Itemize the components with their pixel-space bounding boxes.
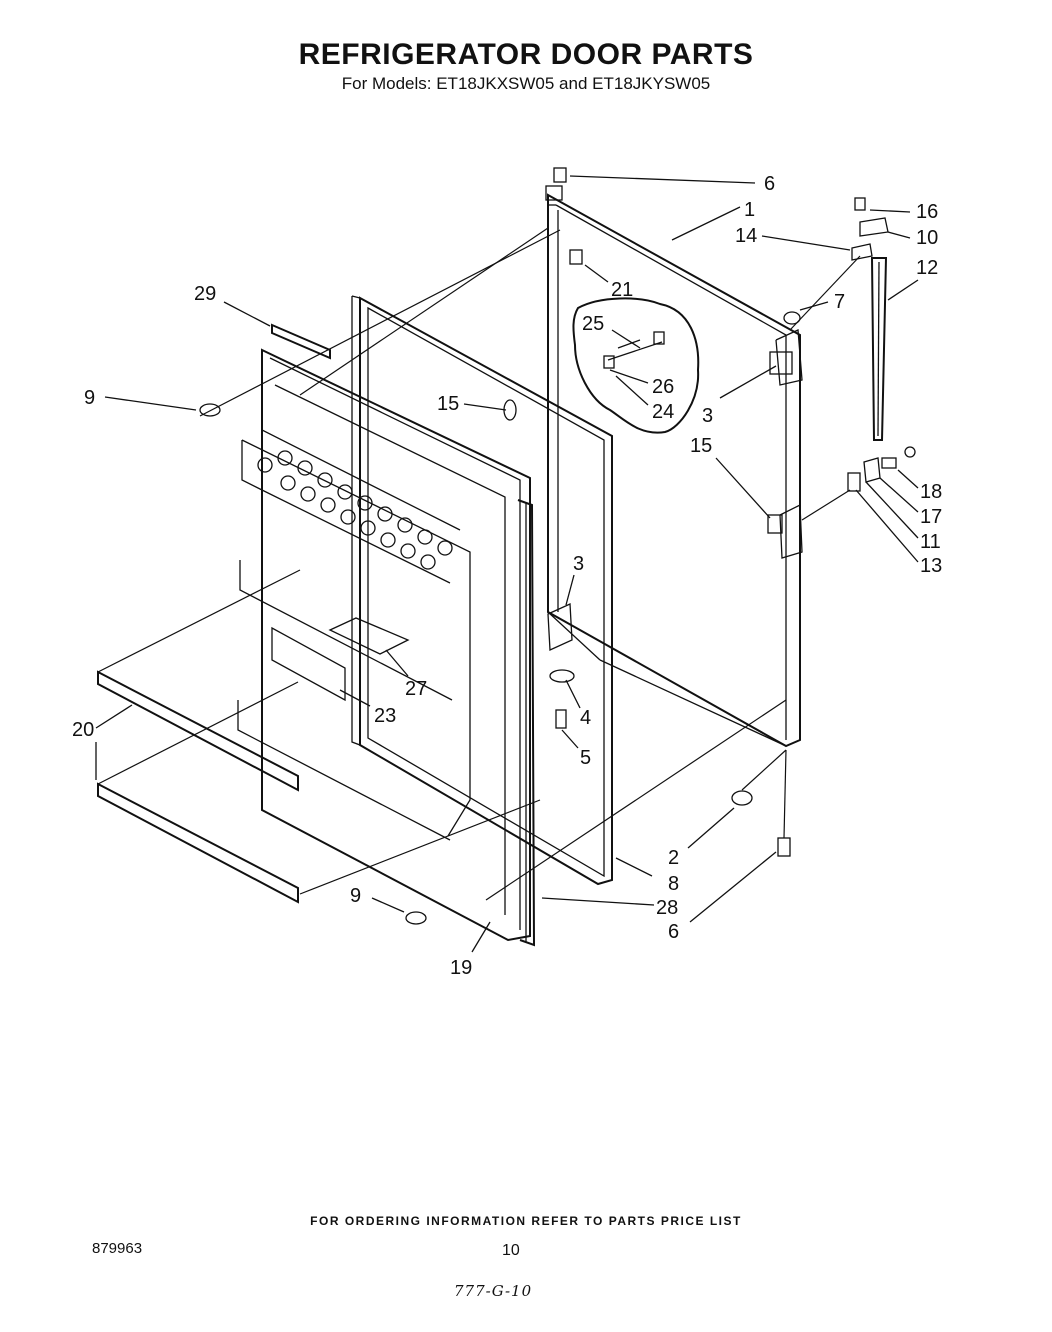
callout-23: 23: [374, 705, 396, 727]
callout-1: 1: [744, 199, 755, 221]
callout-9-lower: 9: [350, 885, 361, 907]
callout-26: 26: [652, 376, 674, 398]
leader-lines: [95, 175, 919, 953]
page-number: 10: [502, 1242, 520, 1259]
callout-13: 13: [920, 555, 942, 577]
page-title: REFRIGERATOR DOOR PARTS: [298, 38, 754, 71]
callout-2: 2: [668, 847, 679, 869]
callout-21: 21: [611, 279, 633, 301]
top-screw: [553, 167, 567, 183]
callout-19: 19: [450, 957, 472, 979]
insulation-cutaway: [572, 297, 700, 434]
callout-9-upper: 9: [84, 387, 95, 409]
callout-7: 7: [834, 291, 845, 313]
callout-12: 12: [916, 257, 938, 279]
egg-tray-holes: [257, 450, 453, 570]
outer-door-panel: [545, 185, 803, 748]
callout-28: 28: [656, 897, 678, 919]
fasteners: [199, 167, 801, 925]
dairy-compartment: [271, 626, 346, 702]
callout-17: 17: [920, 506, 942, 528]
document-number: 879963: [92, 1240, 143, 1257]
callout-labels: 6 1 14 16 10 12 7 21 25 26 24 3 15 15 29…: [72, 173, 942, 979]
callout-16: 16: [916, 201, 938, 223]
plug-9-upper: [199, 403, 221, 417]
alignment-lines: [199, 227, 861, 901]
screw-6-lower: [777, 837, 791, 857]
cap-2: [731, 790, 753, 806]
inner-door-liner: [237, 348, 531, 942]
callout-18: 18: [920, 481, 942, 503]
model-subtitle: For Models: ET18JKXSW05 and ET18JKYSW05: [341, 74, 711, 93]
door-gasket: [351, 295, 613, 886]
callout-20: 20: [72, 719, 94, 741]
screw-5: [555, 709, 567, 729]
callout-3-lower: 3: [573, 553, 584, 575]
door-trim-strip: [517, 499, 536, 947]
door-stop-21: [569, 249, 583, 265]
callout-27: 27: [405, 678, 427, 700]
butter-door: [328, 617, 410, 655]
handwritten-code: 777-G-10: [454, 1282, 533, 1300]
callout-6-lower: 6: [668, 921, 679, 943]
callout-10: 10: [916, 227, 938, 249]
ordering-note: FOR ORDERING INFORMATION REFER TO PARTS …: [310, 1214, 742, 1228]
plug-9-lower: [405, 911, 427, 925]
callout-4: 4: [580, 707, 591, 729]
callout-14: 14: [735, 225, 757, 247]
callout-25: 25: [582, 313, 604, 335]
callout-8: 8: [668, 873, 679, 895]
bracket-3-lower: [547, 603, 573, 651]
bushing-7: [783, 311, 801, 325]
callout-3-upper: 3: [702, 405, 713, 427]
door-shelf-bars: [97, 569, 301, 904]
callout-15-right: 15: [690, 435, 712, 457]
callout-15-left: 15: [437, 393, 459, 415]
washer-4: [549, 669, 575, 683]
callout-6-top: 6: [764, 173, 775, 195]
hinge-assembly: [851, 197, 889, 441]
callout-5: 5: [580, 747, 591, 769]
callout-29: 29: [194, 283, 216, 305]
callout-11: 11: [920, 531, 941, 553]
callout-24: 24: [652, 401, 674, 423]
lower-hinge-parts: [847, 446, 916, 492]
top-trim: [271, 323, 331, 360]
